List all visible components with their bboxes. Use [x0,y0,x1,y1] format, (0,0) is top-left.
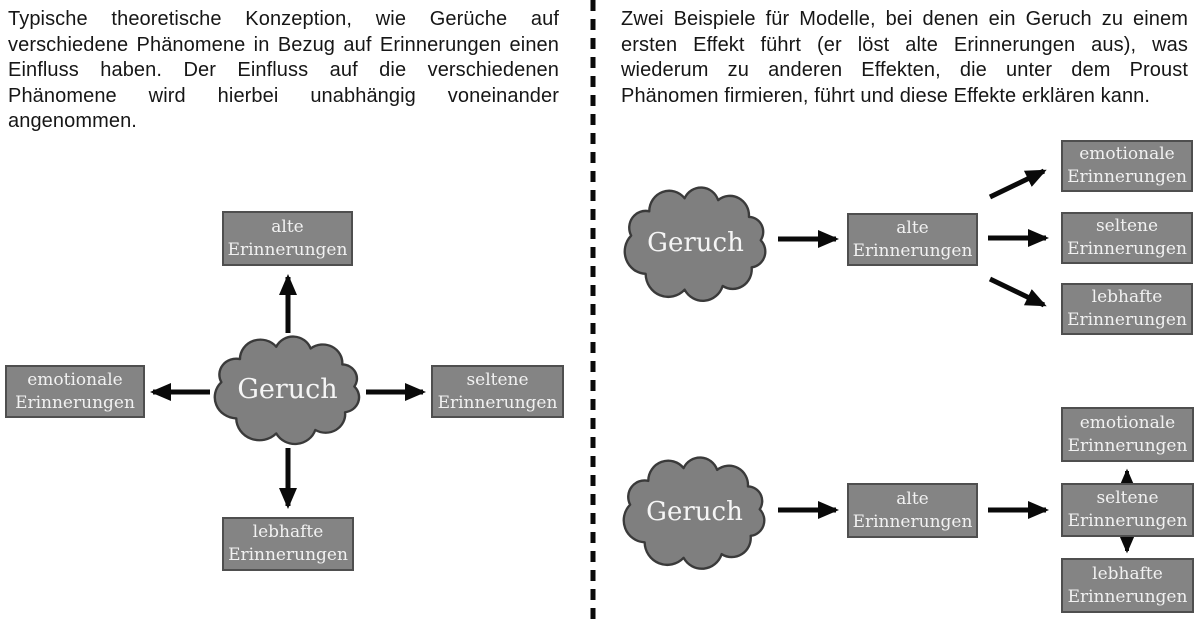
box-emotionale-erinnerungen-left: emotionale Erinnerungen [5,365,145,418]
right-panel-description: Zwei Beispiele für Modelle, bei denen ei… [621,8,1188,107]
ex1-box-alte-erinnerungen: alte Erinnerungen [847,213,978,266]
ex2-box-lebhafte-erinnerungen: lebhafte Erinnerungen [1061,558,1194,613]
ex1-arrow-to-emotionale [988,168,1047,200]
box-lebhafte-erinnerungen-left: lebhafte Erinnerungen [222,517,354,571]
ex2-box-emotionale-erinnerungen: emotionale Erinnerungen [1061,407,1194,462]
geruch-cloud-example1 [623,186,767,302]
box-seltene-erinnerungen-left: seltene Erinnerungen [431,365,564,418]
left-panel-description: Typische theoretische Konzeption, wie Ge… [8,8,559,132]
ex1-box-seltene-erinnerungen: seltene Erinnerungen [1061,212,1193,264]
ex1-box-emotionale-erinnerungen: emotionale Erinnerungen [1061,140,1193,192]
geruch-cloud-example2 [622,456,766,570]
ex2-box-alte-erinnerungen: alte Erinnerungen [847,483,978,538]
geruch-cloud-left [213,335,361,446]
ex2-box-seltene-erinnerungen: seltene Erinnerungen [1061,483,1194,537]
ex1-arrow-to-lebhafte [988,276,1047,308]
ex1-box-lebhafte-erinnerungen: lebhafte Erinnerungen [1061,283,1193,335]
box-alte-erinnerungen-left: alte Erinnerungen [222,211,353,266]
